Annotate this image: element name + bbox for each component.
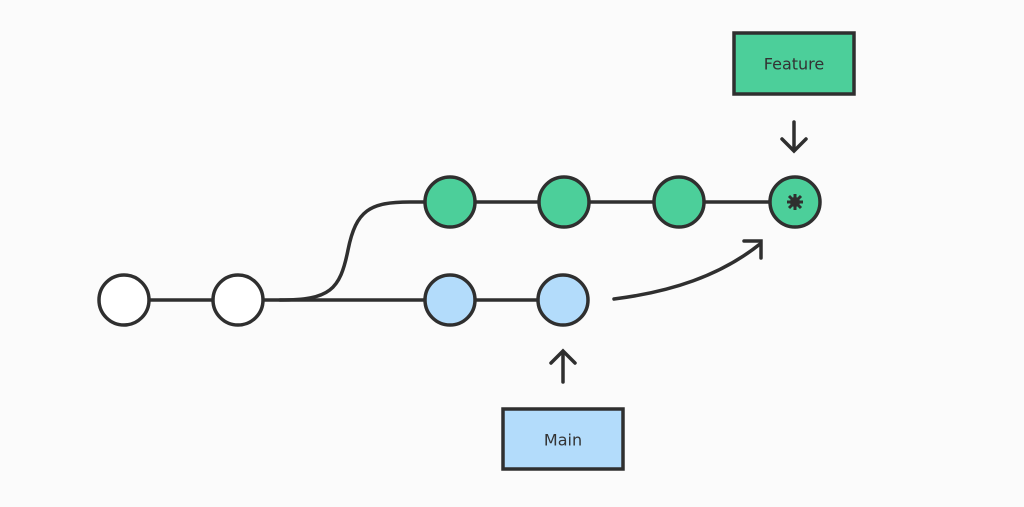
main-label[interactable]: Main [501,407,625,471]
commit-node-f2[interactable] [537,175,591,229]
commit-node-c2[interactable] [211,273,265,327]
feature-pointer-arrow-icon [780,120,808,154]
feature-label[interactable]: Feature [732,31,856,96]
merge-arrow-head [742,239,763,260]
feature-label-box [732,31,856,96]
edge-c2-f1-branch-curve [278,200,452,302]
merge-arrow [612,242,762,301]
commit-node-f1[interactable] [423,175,477,229]
feature-label-text: Feature [764,55,824,74]
main-label-box [501,407,625,471]
main-pointer-arrow-icon [549,348,577,384]
main-label-text: Main [544,431,582,450]
asterisk-icon [787,194,803,210]
commit-node-m1[interactable] [423,273,477,327]
commit-node-f3[interactable] [652,175,706,229]
commit-node-c1[interactable] [97,273,151,327]
commit-node-m2-head[interactable] [536,273,590,327]
